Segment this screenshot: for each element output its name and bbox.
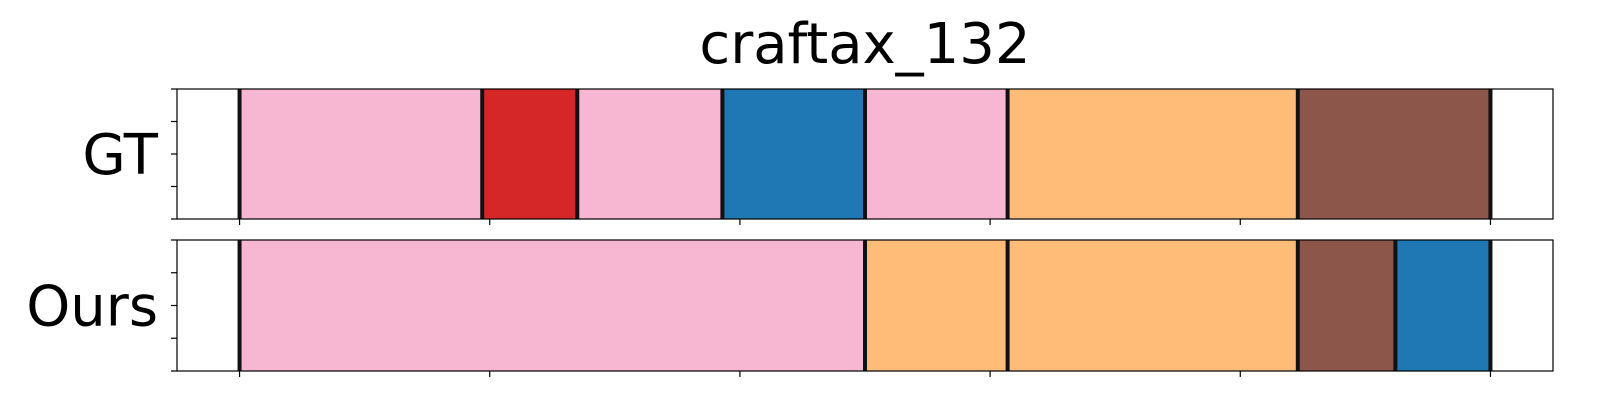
segment-bar: [865, 240, 1008, 371]
segment-bar: [1007, 89, 1298, 219]
row-ours: Ours: [26, 239, 1554, 377]
row-gt: GT: [82, 88, 1554, 225]
segment-bar: [722, 89, 865, 219]
segment-bar: [239, 89, 483, 219]
segment-bar: [1297, 89, 1491, 219]
segment-bar: [1297, 240, 1396, 371]
segment-bar: [577, 89, 723, 219]
segment-bar: [865, 89, 1008, 219]
segment-bar: [239, 240, 865, 371]
segment-bar: [482, 89, 578, 219]
rows-layer: GT Ours: [26, 88, 1554, 377]
chart-title: craftax_132: [699, 12, 1030, 77]
segment-bar: [1007, 240, 1298, 371]
row-label: Ours: [26, 275, 158, 340]
segment-bar: [1395, 240, 1491, 371]
row-label: GT: [82, 123, 158, 188]
